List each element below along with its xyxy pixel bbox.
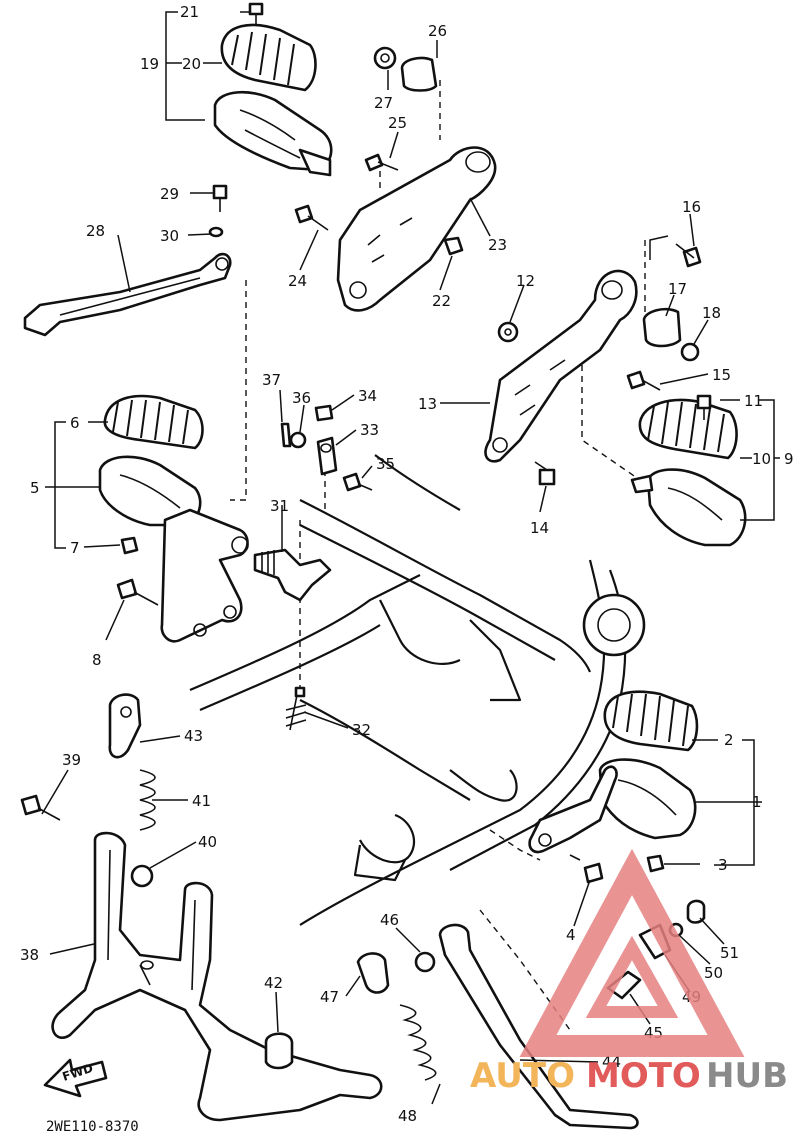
part-label-29: 29	[160, 185, 179, 203]
part-label-48: 48	[398, 1107, 417, 1125]
part-label-30: 30	[160, 227, 179, 245]
part-label-14: 14	[530, 519, 549, 537]
part-label-9: 9	[784, 450, 794, 468]
watermark-moto: MOTO	[586, 1056, 701, 1096]
part-label-40: 40	[198, 833, 217, 851]
part-label-17: 17	[668, 280, 687, 298]
part-label-28: 28	[86, 222, 105, 240]
part-label-46: 46	[380, 911, 399, 929]
part-label-24: 24	[288, 272, 307, 290]
watermark: AUTO MOTO HUB	[470, 848, 788, 1096]
part-label-8: 8	[92, 651, 102, 669]
part-label-11: 11	[744, 392, 763, 410]
part-label-43: 43	[184, 727, 203, 745]
watermark-auto: AUTO	[470, 1056, 575, 1096]
watermark-hub: HUB	[706, 1056, 788, 1096]
drawing-code: 2WE110-8370	[46, 1119, 139, 1135]
part-label-33: 33	[360, 421, 379, 439]
part-label-18: 18	[702, 304, 721, 322]
front-right-footrest-group	[528, 690, 699, 884]
part-label-31: 31	[270, 497, 289, 515]
part-label-22: 22	[432, 292, 451, 310]
part-label-2: 2	[724, 731, 734, 749]
part-label-34: 34	[358, 387, 377, 405]
part-label-32: 32	[352, 721, 371, 739]
part-label-16: 16	[682, 198, 701, 216]
part-label-38: 38	[20, 946, 39, 964]
part-label-3: 3	[718, 856, 728, 874]
part-label-13: 13	[418, 395, 437, 413]
part-label-23: 23	[488, 236, 507, 254]
part-label-37: 37	[262, 371, 281, 389]
part-label-36: 36	[292, 389, 311, 407]
part-label-41: 41	[192, 792, 211, 810]
part-label-10: 10	[752, 450, 771, 468]
part-label-12: 12	[516, 272, 535, 290]
part-label-4: 4	[566, 926, 576, 944]
part-label-39: 39	[62, 751, 81, 769]
front-left-footrest-group	[98, 394, 373, 731]
rear-right-footrest-group	[484, 243, 747, 547]
lever-rod-group	[23, 184, 232, 337]
frame-structure	[189, 454, 646, 926]
part-label-44: 44	[602, 1053, 621, 1071]
part-label-5: 5	[30, 479, 40, 497]
part-label-15: 15	[712, 366, 731, 384]
rear-left-footrest-group	[213, 2, 497, 312]
part-label-6: 6	[70, 414, 80, 432]
part-label-35: 35	[376, 455, 395, 473]
part-label-51: 51	[720, 944, 739, 962]
leader-lines	[41, 11, 780, 1105]
part-label-1: 1	[752, 793, 762, 811]
center-stand-group	[20, 693, 390, 1122]
part-label-19: 19	[140, 55, 159, 73]
part-label-42: 42	[264, 974, 283, 992]
part-label-50: 50	[704, 964, 723, 982]
fwd-arrow: FWD	[43, 1058, 108, 1098]
part-label-25: 25	[388, 114, 407, 132]
part-label-7: 7	[70, 539, 80, 557]
part-label-21: 21	[180, 3, 199, 21]
part-label-26: 26	[428, 22, 447, 40]
part-label-47: 47	[320, 988, 339, 1006]
part-label-27: 27	[374, 94, 393, 112]
part-label-20: 20	[182, 55, 201, 73]
